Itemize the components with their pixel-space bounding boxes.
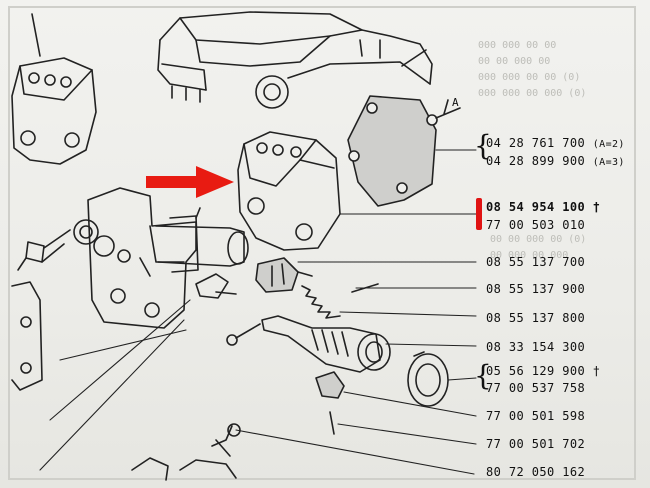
left-latch-bracket [11,13,97,165]
red-arrow-icon [146,166,234,198]
left-lower-bracket [11,281,43,391]
push-rod [226,315,391,373]
page-frame [8,6,636,480]
red-marker-icon [476,198,482,230]
escutcheon-ring [407,351,449,407]
part-ref-08-55-137-800: 08 55 137 800 [486,311,586,325]
part-ref-04-28-899-900: 04 28 899 900 (A=3) [486,154,625,168]
screw [17,241,151,277]
lock-mechanism [41,187,197,329]
part-ref-80-72-050-162: 80 72 050 162 [486,465,586,479]
part-ref-04-28-761-700: 04 28 761 700 (A=2) [486,136,625,150]
part-ref-08-33-154-300: 08 33 154 300 [486,340,586,354]
bleed-through-text: 00 000 00 000 [490,250,569,261]
bleed-through-text: 00 00 000 00 [478,56,551,67]
catch-piece [255,257,313,293]
leader-lines [39,149,477,475]
brace-1: { [474,129,492,162]
part-ref-05-56-129-900: 05 56 129 900 † [486,364,601,378]
diagram-label-a: A [452,96,459,109]
bleed-through-text: 00 00 000 00 (0) [490,234,587,245]
part-ref-77-00-501-702: 77 00 501 702 [486,437,586,451]
part-ref-77-00-537-758: 77 00 537 758 [486,381,586,395]
part-ref-08-55-137-700: 08 55 137 700 [486,255,586,269]
lower-fittings [131,423,241,481]
part-ref-08-54-954-100: 08 54 954 100 † [486,200,601,214]
part-ref-77-00-501-598: 77 00 501 598 [486,409,586,423]
bolt [195,273,237,299]
cam [315,371,345,435]
striker-bracket [237,131,341,251]
car-illustration [157,11,433,109]
brace-2: { [474,359,492,392]
lock-barrel [155,207,249,273]
part-ref-08-55-137-900: 08 55 137 900 [486,282,586,296]
bleed-through-text: 000 000 00 00 (0) [478,72,581,83]
bleed-through-text: 000 000 00 00 [478,40,557,51]
bleed-through-text: 000 000 00 000 (0) [478,88,587,99]
part-ref-77-00-503-010: 77 00 503 010 [486,218,586,232]
striker-plate [347,95,461,207]
